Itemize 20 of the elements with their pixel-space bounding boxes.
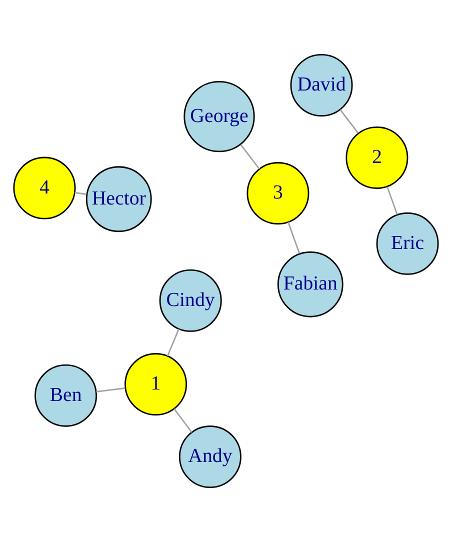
connector xyxy=(240,144,260,170)
connector xyxy=(96,387,126,392)
connector xyxy=(288,222,300,254)
node-circle: Fabian xyxy=(277,251,344,318)
node-circle: 4 xyxy=(13,156,76,220)
node-circle: 3 xyxy=(246,162,310,225)
node-circle: 2 xyxy=(346,126,408,189)
node-circle: Ben xyxy=(34,364,98,427)
node-circle: Hector xyxy=(86,166,152,232)
node-circle: David xyxy=(290,54,353,116)
connector xyxy=(340,109,359,134)
node-circle: George xyxy=(184,80,255,152)
node-circle: 1 xyxy=(124,353,188,416)
connector xyxy=(386,186,398,215)
connector xyxy=(174,408,192,433)
node-circle: Eric xyxy=(376,212,439,275)
node-circle: Andy xyxy=(178,426,242,488)
connector xyxy=(74,192,87,195)
node-circle: Cindy xyxy=(159,269,222,332)
connector xyxy=(166,328,180,356)
